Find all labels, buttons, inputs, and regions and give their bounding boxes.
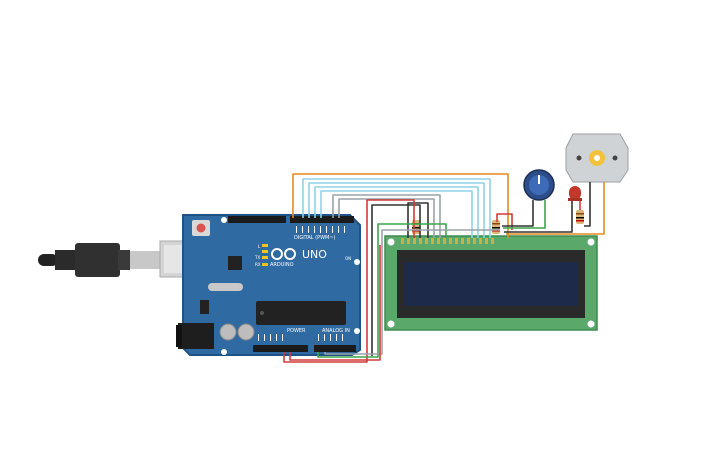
analog-header	[314, 345, 356, 352]
resistor-3[interactable]	[576, 210, 584, 224]
arduino-logo	[271, 248, 296, 260]
arduino-uno-board[interactable]: L TX RX ON ARDUINO UNO DIGITAL (PWM~) PO…	[176, 214, 361, 356]
wire-black-2[interactable]	[371, 204, 421, 356]
wire-gray-1[interactable]	[332, 194, 441, 238]
power-header	[253, 345, 308, 352]
wire-gray-3[interactable]	[324, 229, 500, 355]
wire-motor-black[interactable]	[584, 182, 591, 227]
on-label: ON	[345, 256, 351, 261]
wire-green[interactable]	[317, 223, 447, 358]
lcd-16x2[interactable]	[384, 235, 598, 331]
wire-cyan-3[interactable]	[314, 186, 479, 238]
wire-gray-2[interactable]	[338, 198, 435, 238]
wire-red-1[interactable]	[283, 199, 415, 363]
potentiometer[interactable]	[523, 169, 555, 201]
wire-cyan-4[interactable]	[320, 190, 473, 238]
wire-cyan-2[interactable]	[308, 182, 485, 238]
wire-orange[interactable]	[292, 173, 509, 238]
analog-in-label: ANALOG IN	[322, 328, 350, 334]
uno-label: UNO	[302, 248, 327, 261]
wire-motor-orange[interactable]	[506, 182, 605, 235]
digital-header-right	[290, 216, 354, 223]
power-label: POWER	[287, 328, 306, 334]
pin-ticks	[258, 226, 345, 341]
wire-red-2[interactable]	[496, 213, 513, 230]
resistor-2[interactable]	[492, 220, 500, 234]
atmega-chip	[256, 301, 346, 325]
rx-label: RX	[255, 262, 261, 267]
power-jack	[178, 323, 214, 349]
dc-motor[interactable]	[565, 133, 629, 183]
lcd-screen	[404, 262, 578, 306]
digital-label: DIGITAL (PWM~)	[294, 235, 336, 241]
wire-pot-black[interactable]	[502, 200, 534, 227]
red-led[interactable]	[568, 186, 582, 201]
wire-cyan-1[interactable]	[302, 178, 491, 238]
wires	[283, 173, 605, 363]
wire-black-1[interactable]	[407, 202, 429, 238]
digital-header-left	[228, 216, 286, 223]
l-led-label: L	[258, 244, 261, 249]
tx-label: TX	[254, 255, 260, 260]
lcd-pin-row	[401, 238, 494, 244]
wire-red-3[interactable]	[289, 245, 381, 361]
wire-pot-green[interactable]	[503, 200, 546, 229]
wire-led-black[interactable]	[504, 201, 573, 233]
arduino-brand: ARDUINO	[270, 262, 294, 268]
